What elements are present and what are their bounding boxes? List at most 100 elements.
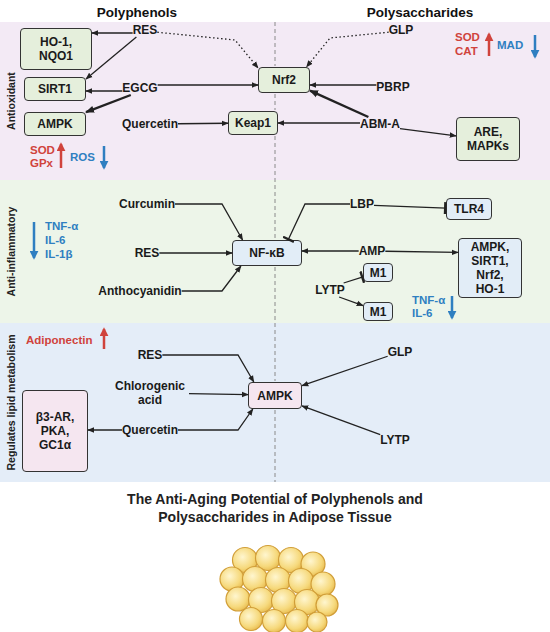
compound-name: Quercetin (122, 117, 178, 131)
box-text: TLR4 (454, 202, 484, 216)
adipocyte (256, 546, 281, 571)
level-label: ROS (70, 151, 95, 164)
adipocyte (263, 610, 286, 632)
box-text: HO-1, NQO1 (26, 35, 86, 63)
adipocyte (279, 548, 304, 573)
compound-name: RES (135, 246, 160, 260)
compound-node: RES (133, 23, 158, 37)
target-box: NF-κB (232, 240, 302, 266)
level-label: IL-6 (412, 307, 432, 320)
compound-name: LYTP (315, 283, 345, 297)
adipocyte (243, 567, 268, 592)
box-text: NF-κB (249, 246, 284, 260)
adipocyte (266, 568, 291, 593)
compound-name: PBRP (376, 80, 409, 94)
target-box: HO-1, NQO1 (20, 28, 92, 70)
level-label: MAD (497, 39, 523, 52)
level-label: IL-1β (45, 248, 72, 261)
level-label: Adiponectin (26, 334, 92, 347)
level-label: SOD (30, 144, 55, 157)
adipocyte (316, 594, 338, 616)
compound-name: GLP (388, 345, 413, 359)
compound-node: Curcumin (119, 197, 175, 211)
compound-node: LBP (350, 197, 374, 211)
box-text: ARE, MAPKs (462, 125, 514, 153)
compound-node: RES (135, 246, 160, 260)
compound-node: Chlorogenic acid (111, 379, 189, 407)
level-label: TNF-α (412, 294, 445, 307)
compound-node: LYTP (380, 433, 410, 447)
adipocyte (249, 588, 274, 613)
compound-name: RES (138, 348, 163, 362)
band-label: Antioxidant (0, 22, 22, 180)
compound-node: Quercetin (122, 423, 178, 437)
column-header: Polyphenols (97, 6, 177, 19)
compound-node: Quercetin (122, 117, 178, 131)
compound-name: AMP (359, 244, 386, 258)
compound-name: Anthocyanidin (98, 284, 181, 298)
compound-name: EGCG (122, 81, 157, 95)
target-box: Keap1 (228, 111, 278, 135)
box-text: AMPK (37, 117, 72, 131)
target-box: ARE, MAPKs (456, 117, 520, 161)
box-text: M1 (370, 305, 387, 319)
box-text: Keap1 (235, 116, 271, 130)
target-box: Nrf2 (258, 67, 310, 93)
column-header: Polysaccharides (367, 6, 474, 19)
adipocyte (289, 569, 314, 594)
adipocyte (301, 552, 325, 576)
compound-name: GLP (389, 23, 414, 37)
compound-node: RES (138, 348, 163, 362)
category-band: Regulates lipid metabolism RES GLP Chloroge… (0, 323, 550, 482)
compound-node: LYTP (315, 283, 345, 297)
compound-node: AMP (359, 244, 386, 258)
target-box: TLR4 (446, 198, 492, 220)
level-label: CAT (455, 45, 478, 58)
adipocyte (233, 548, 258, 573)
adipocyte (311, 572, 335, 596)
adipocyte (272, 589, 297, 614)
category-band: Anti-inflammatory Curcumin LBP TLR4RES NF-κB… (0, 180, 550, 323)
box-text: Nrf2 (272, 73, 296, 87)
compound-node: PBRP (376, 80, 409, 94)
compound-name: Quercetin (122, 423, 178, 437)
box-text: M1 (370, 266, 387, 280)
adipocyte (220, 567, 244, 591)
compound-name: LYTP (380, 433, 410, 447)
band-label: Regulates lipid metabolism (0, 323, 22, 482)
compound-node: GLP (388, 345, 413, 359)
target-box: M1 (363, 263, 393, 282)
compound-name: Chlorogenic acid (111, 379, 189, 407)
adipocyte (286, 610, 309, 632)
target-box: SIRT1 (24, 77, 86, 101)
box-text: AMPK (257, 389, 292, 403)
compound-node: ABM-A (360, 117, 400, 131)
target-box: AMPK (248, 382, 302, 409)
box-text: AMPK, SIRT1, Nrf2, HO-1 (464, 240, 516, 296)
adipocyte (240, 608, 263, 631)
band-label: Anti-inflammatory (0, 180, 22, 323)
adipocyte-cluster (220, 546, 338, 632)
compound-node: EGCG (122, 81, 157, 95)
adipocyte (307, 612, 327, 632)
adipocyte (295, 590, 320, 615)
target-box: M1 (363, 302, 393, 321)
compound-name: ABM-A (360, 117, 400, 131)
compound-name: Curcumin (119, 197, 175, 211)
level-label: GPx (30, 157, 53, 170)
level-label: IL-6 (45, 234, 65, 247)
compound-node: GLP (389, 23, 414, 37)
target-box: AMPK (24, 112, 86, 136)
box-text: β3-AR, PKA, GC1α (28, 410, 82, 452)
adipocyte (226, 587, 250, 611)
compound-name: RES (133, 23, 158, 37)
level-label: SOD (455, 31, 480, 44)
box-text: SIRT1 (38, 82, 72, 96)
compound-name: LBP (350, 197, 374, 211)
target-box: AMPK, SIRT1, Nrf2, HO-1 (458, 238, 522, 298)
level-label: TNF-α (45, 220, 78, 233)
compound-node: Anthocyanidin (98, 284, 181, 298)
target-box: β3-AR, PKA, GC1α (22, 390, 88, 472)
figure-title: The Anti-Aging Potential of Polyphenols … (85, 490, 465, 526)
